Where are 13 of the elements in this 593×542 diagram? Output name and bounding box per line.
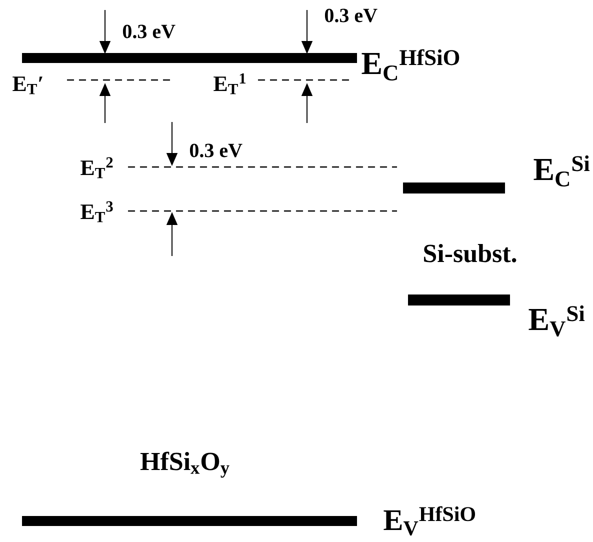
band-edge-label: E$_{V}$HfSiO	[384, 506, 476, 536]
band-edge-label: E$_{C}$HfSiO	[362, 49, 460, 80]
trap-level-label: E$_{T}$2	[80, 157, 113, 178]
trap-level-label: E$_{T}$1	[214, 73, 246, 94]
band-edge-label: E$_{V}$Si	[528, 305, 585, 336]
trap-level-label: E$_{T}$′	[12, 76, 42, 94]
energy-gap-label: 0.3 eV	[324, 8, 378, 22]
material-label: Si-subst.	[424, 244, 516, 262]
material-label: HfSi$_{x}$O$_{y}$	[140, 452, 230, 478]
energy-gap-label: 0.3 eV	[122, 24, 176, 38]
energy-gap-label: 0.3 eV	[190, 144, 242, 158]
band-edge-label: E$_{C}$Si	[534, 155, 590, 186]
trap-level-label: E$_{T}$3	[80, 201, 113, 222]
